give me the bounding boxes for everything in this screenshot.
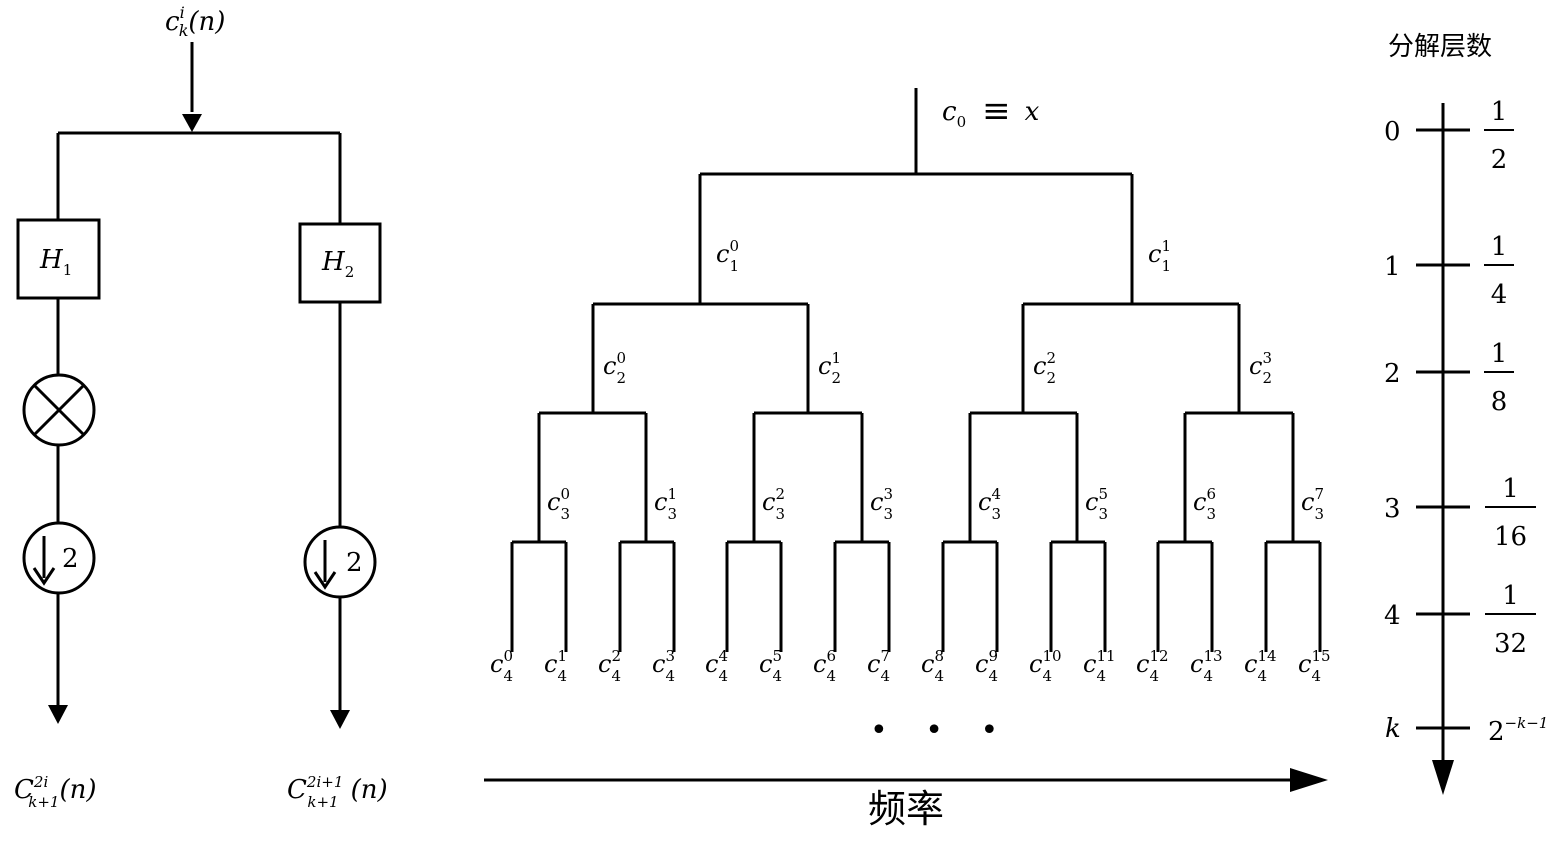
scale-title: 分解层数 xyxy=(1388,32,1492,62)
scale-denominator-3: 16 xyxy=(1494,522,1527,552)
scale-numerator-3: 1 xyxy=(1502,474,1519,504)
tree-ellipsis: • • • xyxy=(870,713,1012,748)
root-label: c0≡x xyxy=(942,91,1040,131)
tree-lines xyxy=(510,88,1322,652)
output-right-arrowhead xyxy=(330,710,350,729)
scale-numerator-0: 1 xyxy=(1491,97,1508,127)
scale-denominator-1: 4 xyxy=(1491,280,1508,310)
h1-filter-label: H1 xyxy=(39,245,72,279)
input-arrowhead xyxy=(182,114,202,132)
downsample-right-factor: 2 xyxy=(346,548,363,578)
downsample-right-arrow-head xyxy=(313,571,337,590)
scale-value-k: 2−k−1 xyxy=(1488,714,1548,747)
output-left-arrowhead xyxy=(48,705,68,724)
downsample-left-factor: 2 xyxy=(62,544,79,574)
frequency-axis-label: 频率 xyxy=(868,787,944,831)
level-scale: 分解层数 0 1 2 1 1 4 2 1 8 3 1 16 4 1 32 k 2−k−1 xyxy=(1384,32,1548,795)
scale-level-2: 2 xyxy=(1384,359,1401,389)
frequency-axis-arrowhead xyxy=(1290,768,1328,792)
scale-level-k: k xyxy=(1385,714,1401,744)
scale-denominator-4: 32 xyxy=(1494,629,1527,659)
scale-axis-arrowhead xyxy=(1432,760,1454,795)
scale-level-0: 0 xyxy=(1384,117,1401,147)
scale-numerator-4: 1 xyxy=(1502,581,1519,611)
scale-rows: 0 1 2 1 1 4 2 1 8 3 1 16 4 1 32 xyxy=(1384,97,1536,659)
scale-numerator-2: 1 xyxy=(1491,339,1508,369)
scale-level-3: 3 xyxy=(1384,494,1401,524)
scale-level-1: 1 xyxy=(1384,252,1401,282)
scale-denominator-0: 2 xyxy=(1491,145,1508,175)
scale-level-4: 4 xyxy=(1384,601,1401,631)
multiplier-cross-b xyxy=(32,383,86,437)
h2-filter-label: H2 xyxy=(321,247,354,281)
downsample-left-arrow-head xyxy=(32,567,56,586)
scale-denominator-2: 8 xyxy=(1491,387,1508,417)
downsample-right-symbol xyxy=(303,525,377,599)
scale-numerator-1: 1 xyxy=(1491,232,1508,262)
downsample-left-symbol xyxy=(22,521,96,595)
